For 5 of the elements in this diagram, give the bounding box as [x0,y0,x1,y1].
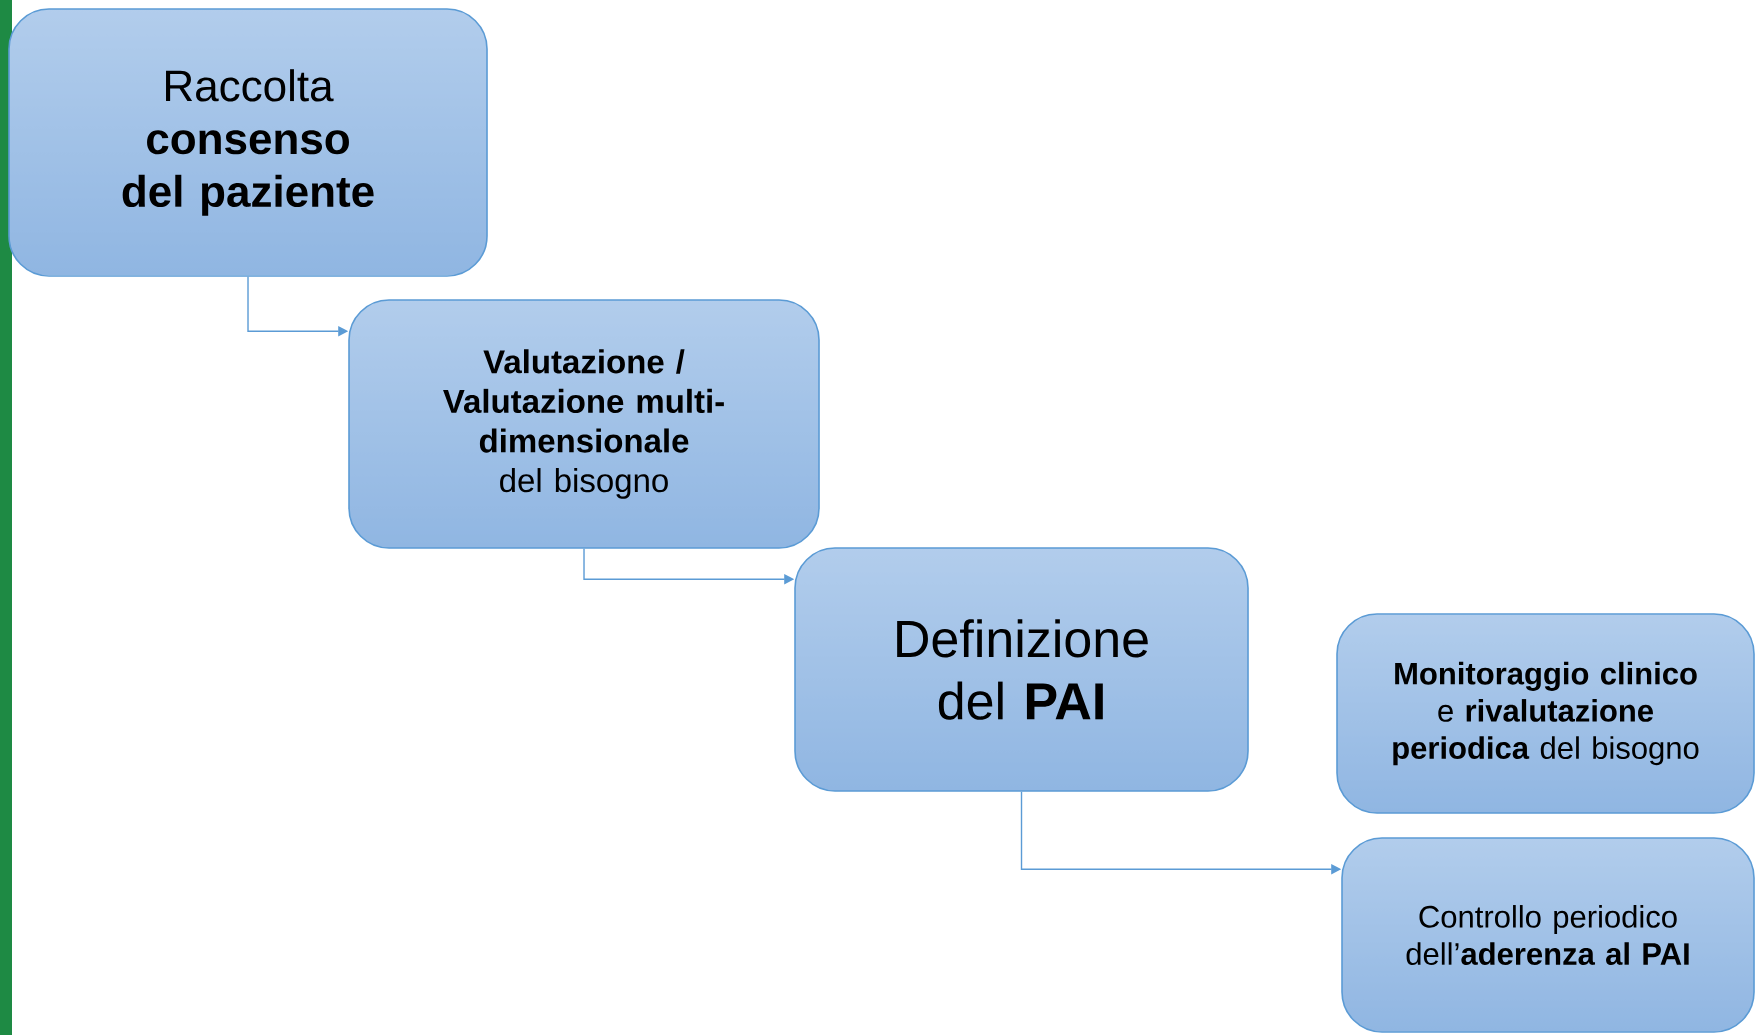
process-box: Definizione del PAI [794,547,1249,792]
process-box: Raccolta consenso del paziente [8,8,488,277]
process-box: Valutazione / Valutazione multi-dimensionale del bisogno [348,299,820,549]
process-box: Monitoraggio clinico e rivalutazione periodica del bisogno [1336,613,1755,814]
process-box: Controllo periodico dell’aderenza al PAI [1341,837,1755,1033]
